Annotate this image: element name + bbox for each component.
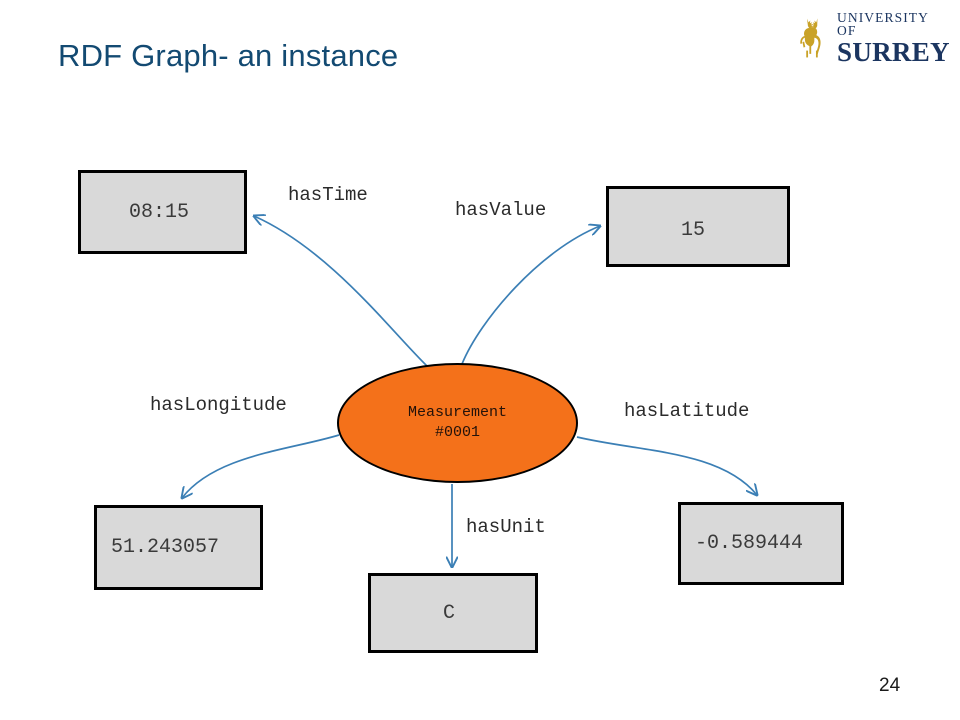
literal-box-time[interactable]: 08:15 [78, 170, 247, 254]
edge-label-haslatitude: hasLatitude [624, 400, 750, 422]
literal-box-value[interactable]: 15 [606, 186, 790, 267]
measurement-node-label-line2: #0001 [434, 424, 480, 441]
edge-label-hasunit: hasUnit [466, 516, 546, 538]
edge-hasvalue-line [461, 226, 600, 365]
measurement-node-label-line1: Measurement [407, 403, 508, 421]
literal-value-latitude: -0.589444 [695, 532, 804, 555]
edge-haslatitude-line [576, 436, 757, 495]
literal-box-latitude[interactable]: -0.589444 [678, 502, 844, 585]
logo-wordmark: UNIVERSITY OF SURREY [837, 9, 950, 67]
logo-line-2: SURREY [837, 36, 950, 67]
literal-box-unit[interactable]: C [368, 573, 538, 653]
edge-label-haslongitude: hasLongitude [150, 394, 287, 416]
measurement-node[interactable]: Measurement #0001 [337, 363, 578, 483]
literal-box-longitude[interactable]: 51.243057 [94, 505, 263, 590]
page-number: 24 [879, 675, 901, 696]
edge-label-hastime: hasTime [288, 184, 368, 206]
edge-hastime-line [254, 216, 428, 367]
literal-value-time: 08:15 [129, 200, 190, 224]
logo-line-1: UNIVERSITY OF [837, 9, 929, 38]
page-title: RDF Graph- an instance [58, 38, 399, 73]
literal-value-value: 15 [681, 219, 706, 242]
edge-label-hasvalue: hasValue [455, 199, 547, 221]
stag-icon [800, 18, 821, 58]
university-of-surrey-logo: UNIVERSITY OF SURREY [794, 10, 950, 65]
literal-value-unit: C [443, 601, 456, 625]
literal-value-longitude: 51.243057 [111, 536, 220, 559]
edge-haslongitude-line [182, 434, 340, 498]
